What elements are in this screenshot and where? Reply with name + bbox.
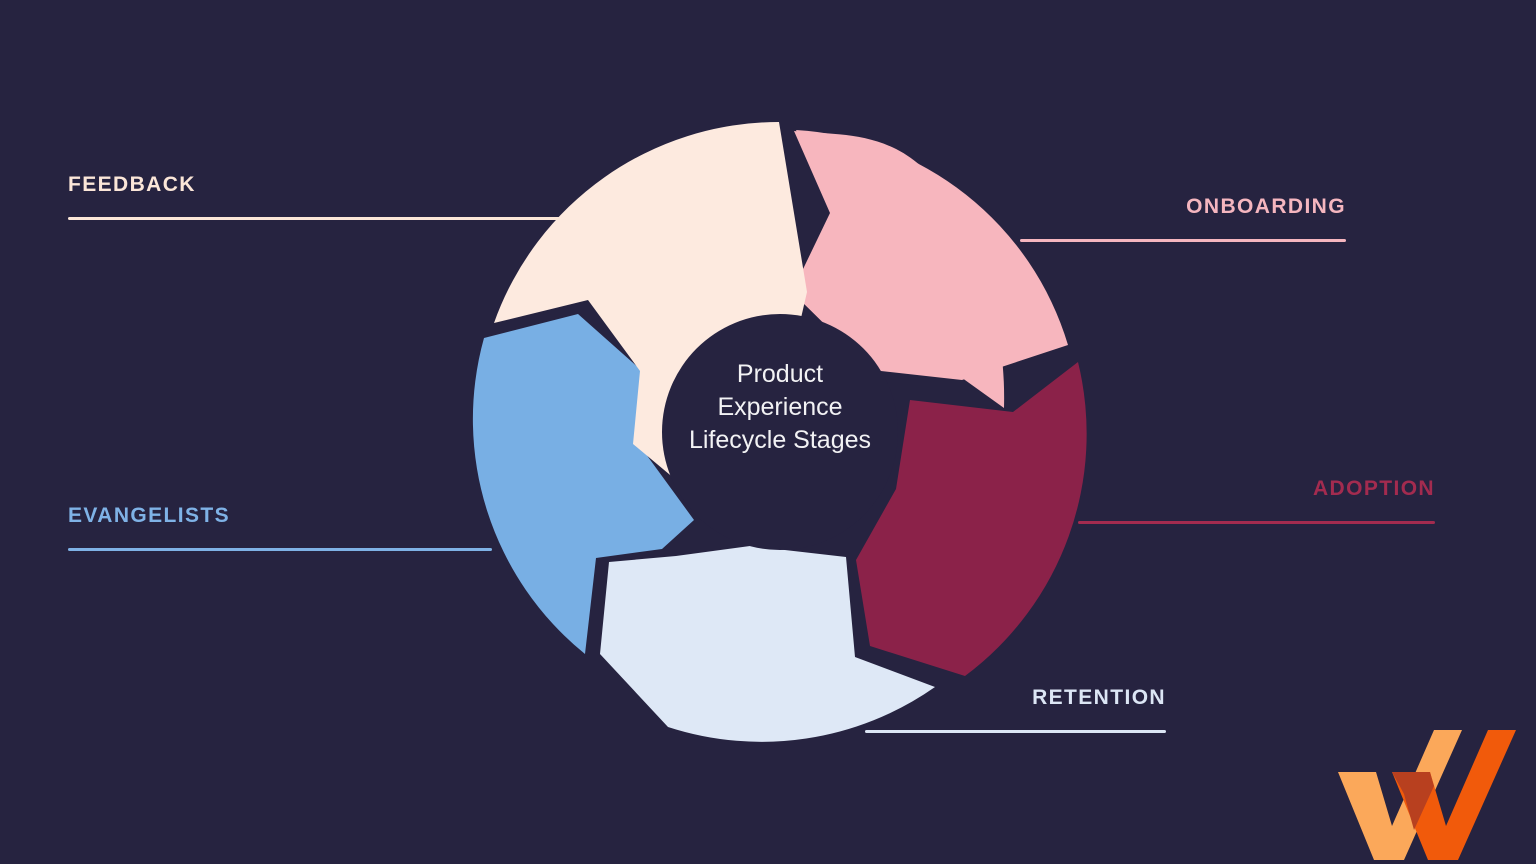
callout-label-onboarding: ONBOARDING [1186,195,1346,218]
logo-overlap-wedge [1392,772,1434,830]
callout-label-evangelists: EVANGELISTS [68,504,231,527]
callout-retention[interactable]: RETENTION [865,687,1166,733]
callout-label-adoption: ADOPTION [1312,477,1435,500]
callout-onboarding[interactable]: ONBOARDING [1020,196,1346,242]
callout-feedback[interactable]: FEEDBACK [68,174,560,220]
callout-rule-feedback [68,217,560,220]
segment-adoption[interactable] [856,362,1087,676]
segment-retention[interactable] [600,546,935,742]
callout-label-feedback: FEEDBACK [68,173,196,196]
logo-check-bright [1392,730,1516,860]
callout-evangelists[interactable]: EVANGELISTS [68,505,492,551]
callout-rule-onboarding [1020,239,1346,242]
callout-rule-retention [865,730,1166,733]
segment-onboarding-body[interactable] [795,130,1068,380]
callout-rule-adoption [1078,521,1435,524]
callout-rule-evangelists [68,548,492,551]
callout-adoption[interactable]: ADOPTION [1078,478,1435,524]
logo-check-light [1338,730,1462,860]
callout-label-retention: RETENTION [1032,686,1166,709]
wheel-hub [662,314,898,550]
wyzowl-logo [1338,730,1516,860]
